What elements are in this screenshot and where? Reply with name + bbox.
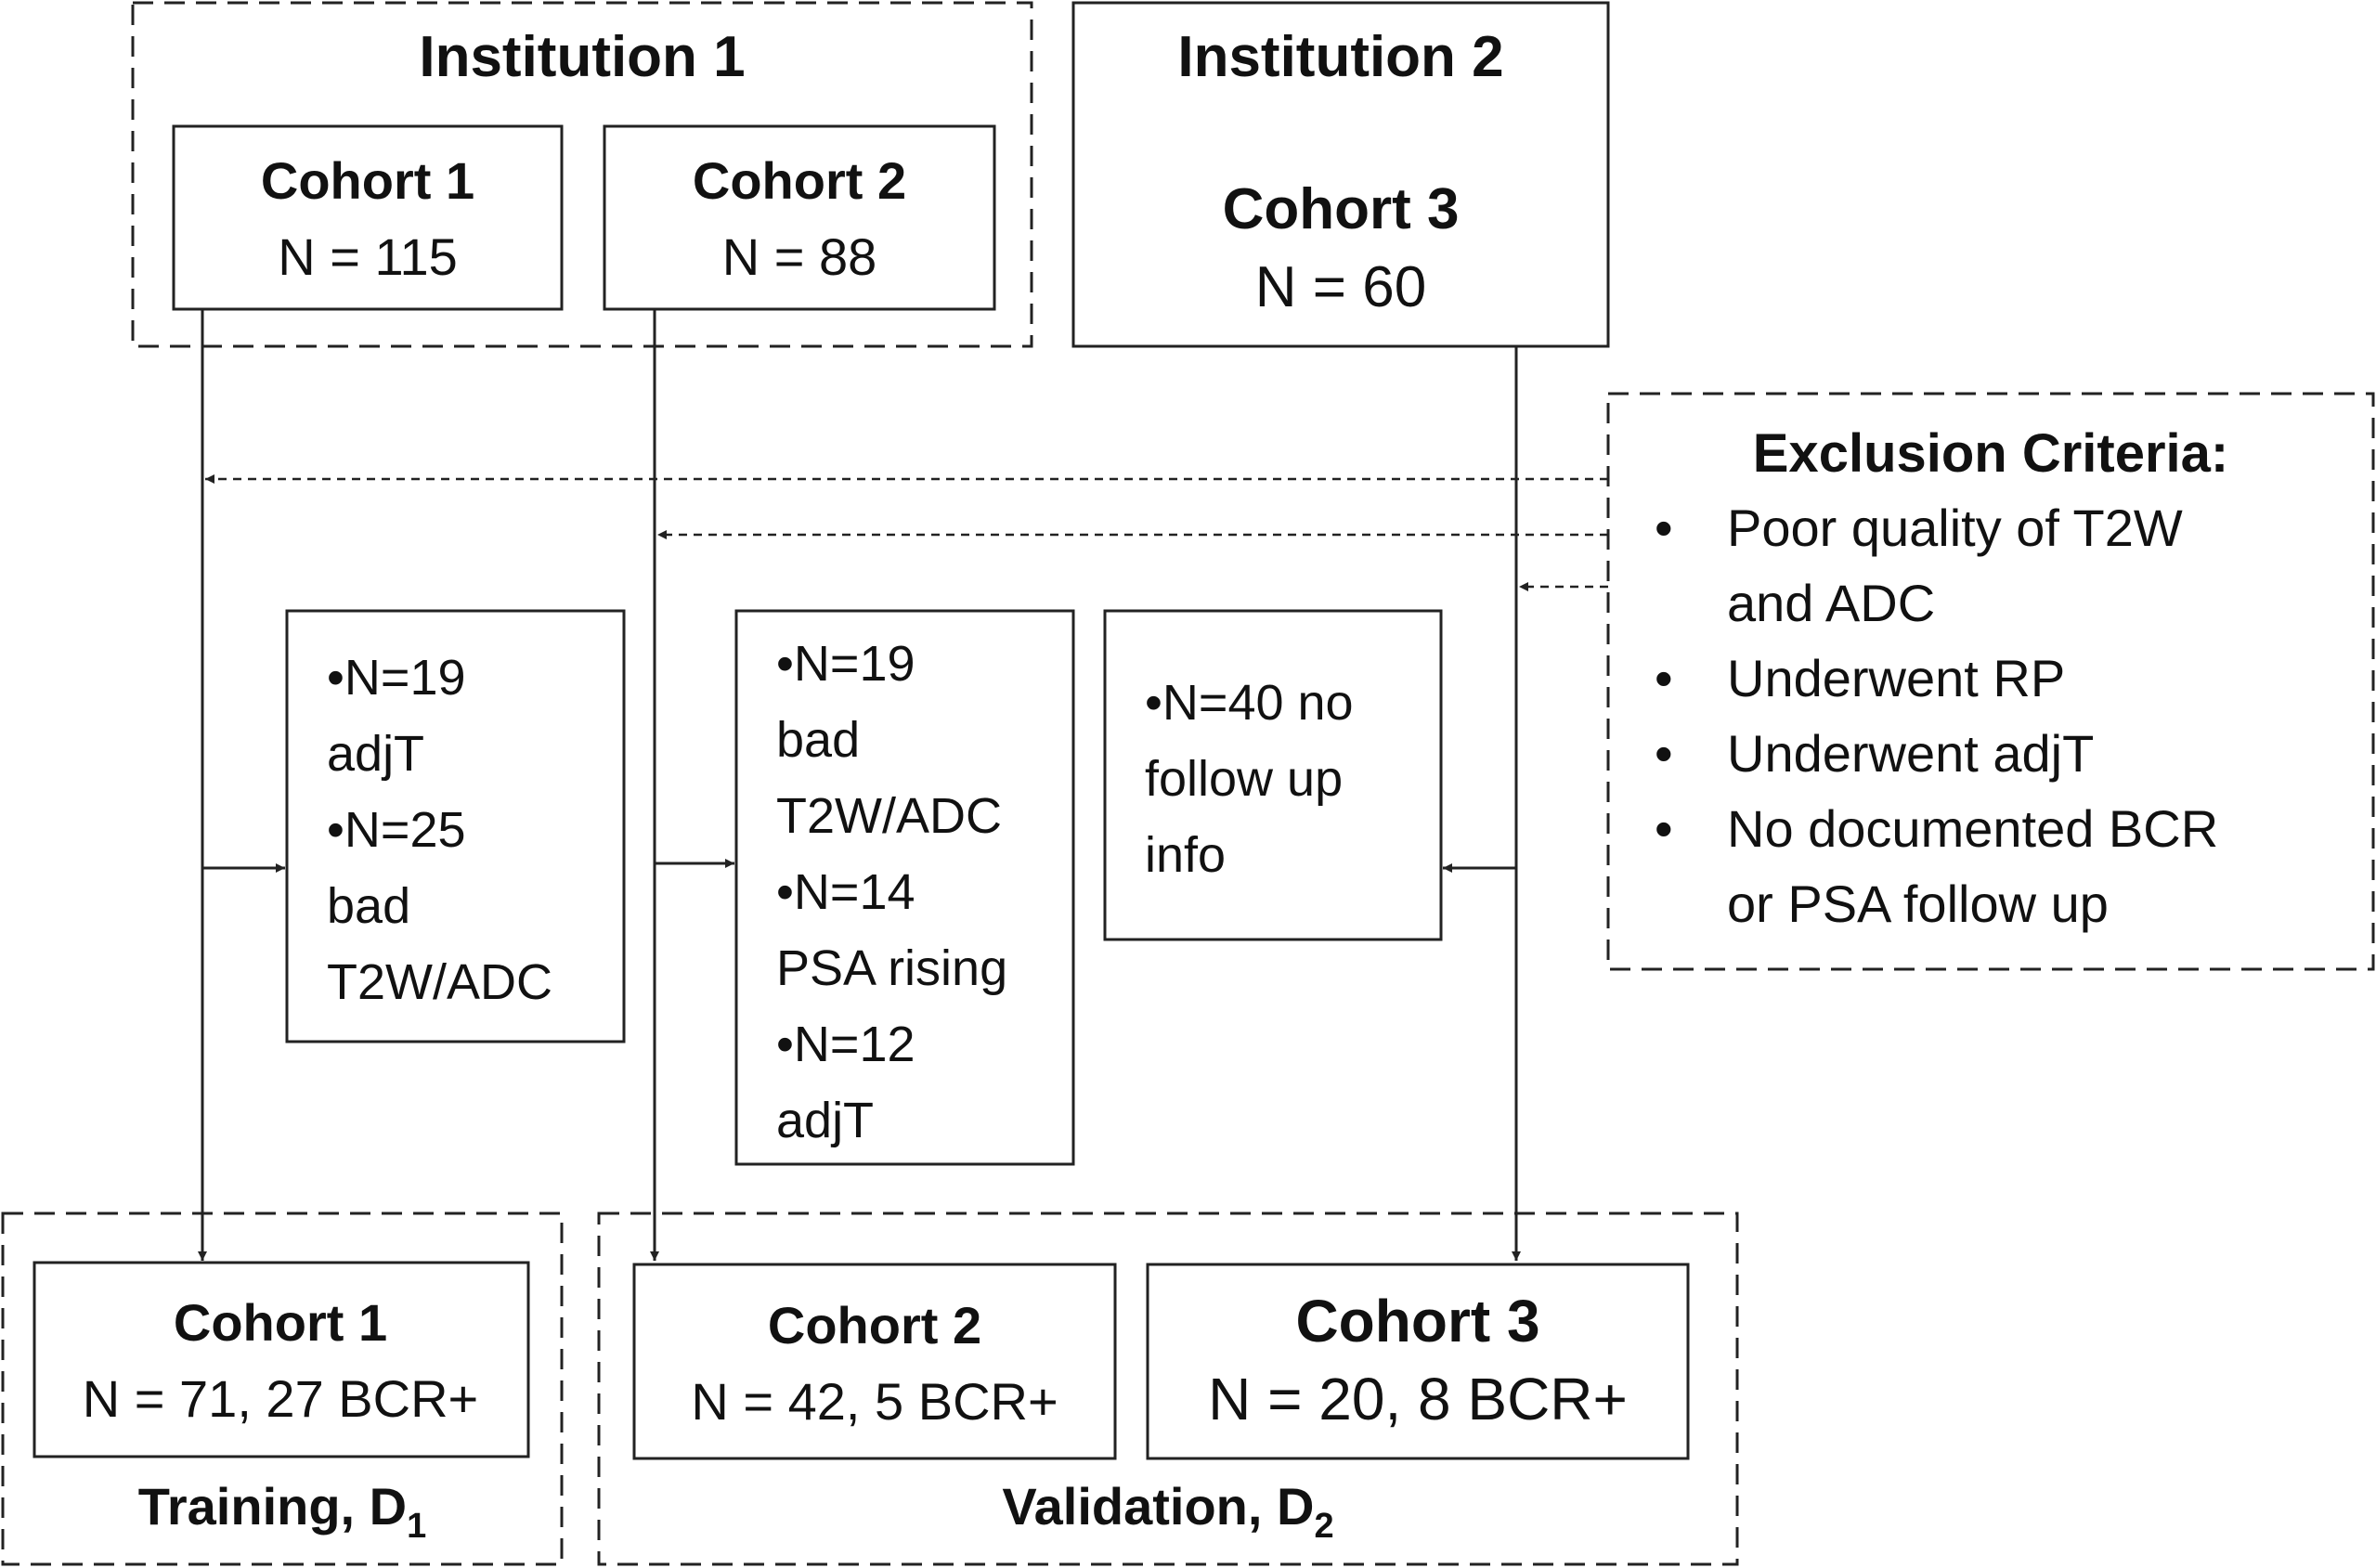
exclusion-criteria-list: • Poor quality of T2W and ADC • Underwent RP… — [1655, 499, 2218, 933]
validation-label: Validation, D2 — [1002, 1477, 1333, 1546]
training-subscript: 1 — [407, 1507, 426, 1546]
excluded-line: T2W/ADC — [327, 954, 552, 1010]
excluded-line: bad — [327, 878, 410, 934]
institution-2-box — [1071, 1, 1610, 348]
exclusion-criteria-title: Exclusion Criteria: — [1753, 423, 2228, 484]
cohort-2-validation-box — [632, 1263, 1117, 1460]
exclusion-criteria-box — [1606, 392, 2375, 971]
cohort-2-source-name: Cohort 2 — [693, 151, 906, 210]
criteria-item-line: and ADC — [1727, 574, 1935, 632]
cohort-2-source-box — [603, 124, 996, 311]
excluded-line: •N=12 — [776, 1017, 915, 1072]
excluded-line: •N=25 — [327, 802, 466, 858]
criteria-item-line: Underwent RP — [1727, 649, 2065, 707]
excluded-line: •N=14 — [776, 864, 915, 920]
excluded-line: adjT — [327, 726, 424, 782]
cohort-1-source-name: Cohort 1 — [261, 151, 474, 210]
cohort-3-validation-box — [1146, 1263, 1690, 1460]
cohort-1-training-box — [32, 1261, 530, 1458]
cohort-1-source-count: N = 115 — [278, 227, 458, 286]
excluded-line: bad — [776, 712, 860, 768]
cohort-3-excluded-box — [1103, 609, 1443, 941]
cohort-2-validation-count: N = 42, 5 BCR+ — [691, 1372, 1058, 1431]
criteria-bullet: • — [1655, 499, 1673, 557]
cohort-1-source-box — [172, 124, 564, 311]
institution-2-title: Institution 2 — [1177, 25, 1503, 89]
validation-subscript: 2 — [1314, 1507, 1333, 1546]
criteria-bullet: • — [1655, 799, 1673, 858]
cohort-3-source-name: Cohort 3 — [1223, 177, 1460, 241]
cohort-3-validation-count: N = 20, 8 BCR+ — [1208, 1366, 1628, 1432]
cohort-1-training-count: N = 71, 27 BCR+ — [83, 1369, 478, 1428]
cohort-2-source-count: N = 88 — [722, 227, 877, 286]
excluded-line: •N=19 — [327, 650, 466, 706]
validation-box — [597, 1212, 1739, 1566]
cohort-3-source-count: N = 60 — [1255, 255, 1426, 319]
training-label: Training, D1 — [138, 1477, 427, 1546]
criteria-item-line: Underwent adjT — [1727, 724, 2094, 783]
excluded-line: follow up — [1145, 751, 1343, 807]
institution-1-box — [131, 1, 1033, 348]
training-box — [1, 1212, 564, 1566]
criteria-item-line: or PSA follow up — [1727, 875, 2109, 933]
criteria-item-line: No documented BCR — [1727, 799, 2218, 858]
cohort-3-validation-name: Cohort 3 — [1295, 1288, 1539, 1354]
excluded-line: •N=19 — [776, 636, 915, 692]
cohort-1-excluded-box — [285, 609, 626, 1043]
criteria-bullet: • — [1655, 724, 1673, 783]
criteria-bullet: • — [1655, 649, 1673, 707]
cohort-2-excluded-box — [734, 609, 1075, 1166]
excluded-line: •N=40 no — [1145, 675, 1354, 731]
criteria-item-line: Poor quality of T2W — [1727, 499, 2183, 557]
excluded-line: PSA rising — [776, 940, 1007, 996]
institution-1-title: Institution 1 — [419, 25, 745, 89]
excluded-line: adjT — [776, 1093, 874, 1148]
cohort-2-validation-name: Cohort 2 — [768, 1296, 981, 1354]
cohort-1-training-name: Cohort 1 — [174, 1293, 387, 1352]
excluded-line: T2W/ADC — [776, 788, 1002, 844]
excluded-line: info — [1145, 827, 1226, 883]
cohort-3-excluded-list: •N=40 no follow up info — [1145, 675, 1354, 883]
